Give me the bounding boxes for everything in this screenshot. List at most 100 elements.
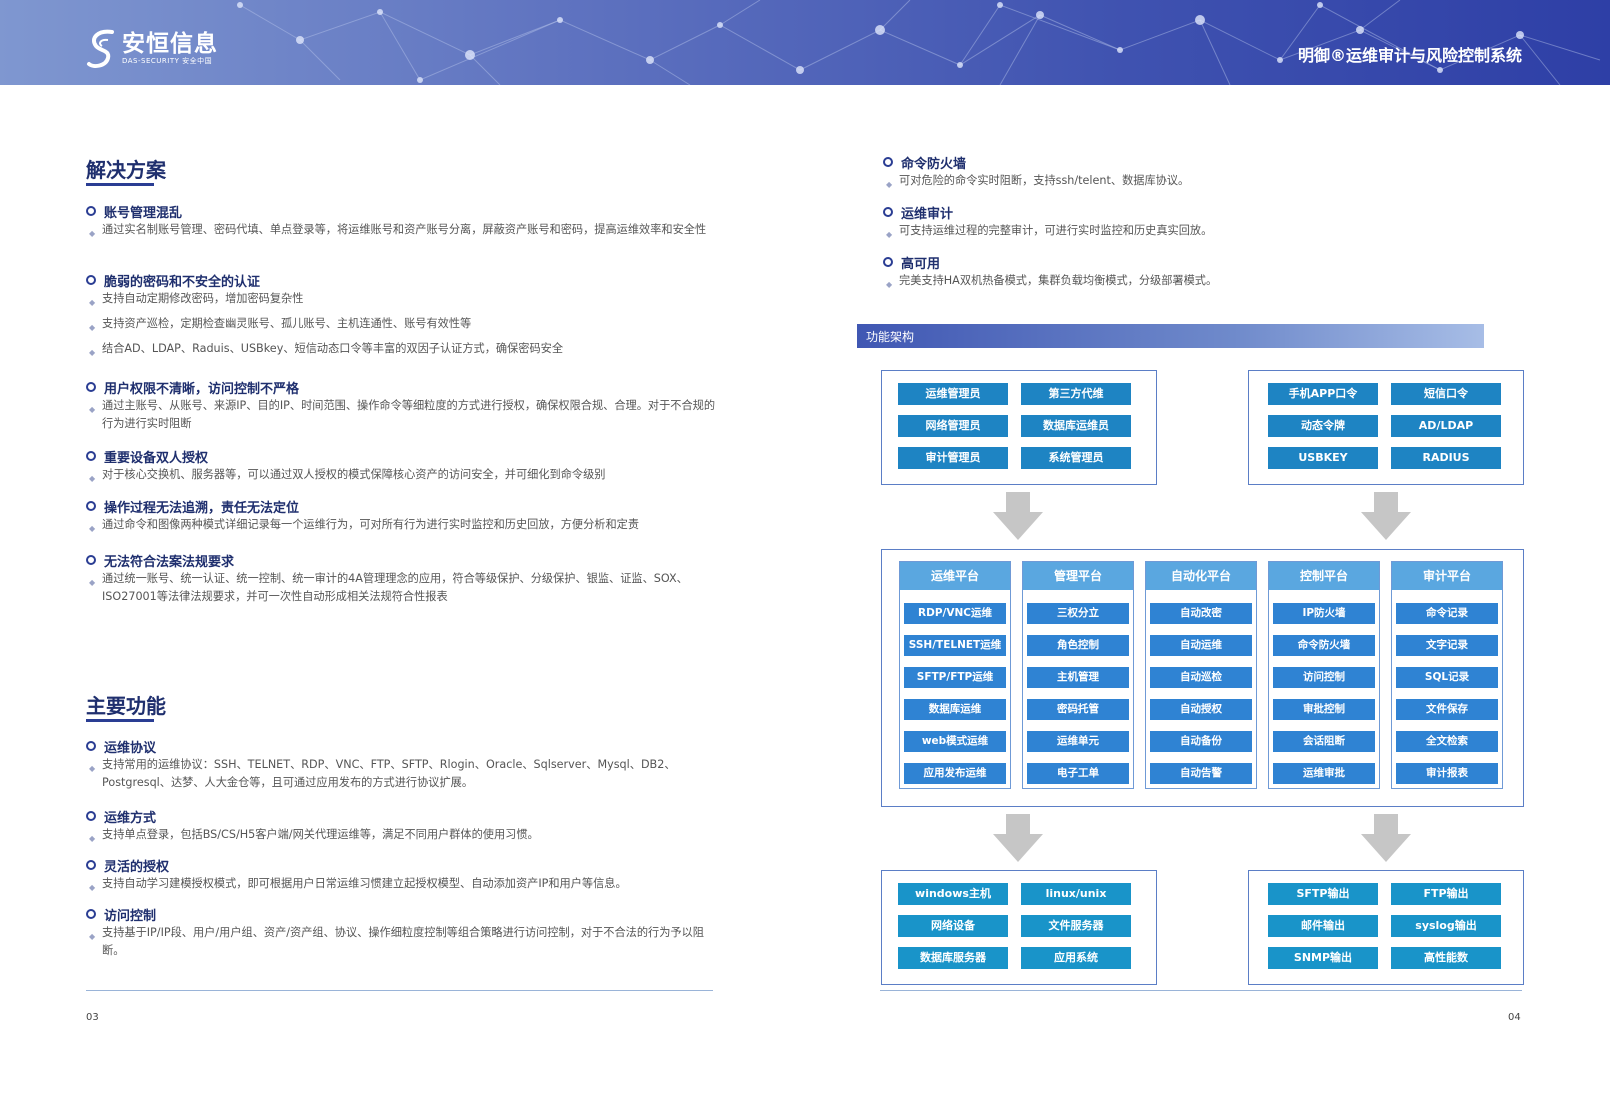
platform-header: 自动化平台 xyxy=(1146,562,1256,590)
platform-module: 命令防火墙 xyxy=(1273,635,1375,656)
platform-module: 角色控制 xyxy=(1027,635,1129,656)
arrow-down-icon xyxy=(1361,814,1411,862)
platform-module: 文件保存 xyxy=(1396,699,1498,720)
bullet-ring-icon xyxy=(86,451,96,461)
role-label: 网络管理员 xyxy=(898,415,1008,437)
feature-item-title: 高可用 xyxy=(901,256,941,272)
output-label: SNMP输出 xyxy=(1268,947,1378,969)
platform-module: 会话阻断 xyxy=(1273,731,1375,752)
solution-item-title: 重要设备双人授权 xyxy=(104,450,209,466)
asset-label: 网络设备 xyxy=(898,915,1008,937)
solutions-title-underline xyxy=(86,183,154,186)
platform-module: 审计报表 xyxy=(1396,763,1498,784)
solution-item-title: 账号管理混乱 xyxy=(104,205,183,221)
platform-module: 自动巡检 xyxy=(1150,667,1252,688)
feature-item: 运维方式 ◆支持单点登录，包括BS/CS/H5客户端/网关代理运维等，满足不同用… xyxy=(86,807,716,844)
bullet-diamond-icon: ◆ xyxy=(886,230,893,239)
bullet-diamond-icon: ◆ xyxy=(89,578,96,587)
bullet-diamond-icon: ◆ xyxy=(886,280,893,289)
platform-module: 全文检索 xyxy=(1396,731,1498,752)
asset-label: 文件服务器 xyxy=(1021,915,1131,937)
output-label: FTP输出 xyxy=(1391,883,1501,905)
platform-module: 三权分立 xyxy=(1027,603,1129,624)
platform-module: SFTP/FTP运维 xyxy=(904,667,1006,688)
platform-column: 管理平台 三权分立 角色控制 主机管理 密码托管 运维单元 电子工单 xyxy=(1022,561,1134,789)
arrow-down-icon xyxy=(993,814,1043,862)
platform-module: 运维单元 xyxy=(1027,731,1129,752)
output-label: SFTP输出 xyxy=(1268,883,1378,905)
solution-item: 无法符合法案法规要求 ◆通过统一账号、统一认证、统一控制、统一审计的4A管理理念… xyxy=(86,551,716,606)
platform-module: 密码托管 xyxy=(1027,699,1129,720)
feature-item-desc: 可支持运维过程的完整审计，可进行实时监控和历史真实回放。 xyxy=(899,224,1213,237)
auth-label: USBKEY xyxy=(1268,447,1378,469)
bullet-ring-icon xyxy=(86,501,96,511)
platform-module: 命令记录 xyxy=(1396,603,1498,624)
platform-module: 自动改密 xyxy=(1150,603,1252,624)
feature-item-title: 灵活的授权 xyxy=(104,859,170,875)
platform-module: 运维审批 xyxy=(1273,763,1375,784)
features-title: 主要功能 xyxy=(86,694,166,718)
bullet-diamond-icon: ◆ xyxy=(886,180,893,189)
bullet-diamond-icon: ◆ xyxy=(89,229,96,238)
arrow-down-icon xyxy=(993,492,1043,540)
feature-item-title: 运维协议 xyxy=(104,740,157,756)
asset-label: linux/unix xyxy=(1021,883,1131,905)
solution-item-desc: 结合AD、LDAP、Raduis、USBkey、短信动态口令等丰富的双因子认证方… xyxy=(102,342,564,355)
feature-item-desc: 支持基于IP/IP段、用户/用户组、资产/资产组、协议、操作细粒度控制等组合策略… xyxy=(102,926,704,957)
platform-header: 审计平台 xyxy=(1392,562,1502,590)
bullet-diamond-icon: ◆ xyxy=(89,883,96,892)
solution-item: 账号管理混乱 ◆ 通过实名制账号管理、密码代填、单点登录等，将运维账号和资产账号分… xyxy=(86,202,716,239)
bullet-diamond-icon: ◆ xyxy=(89,524,96,533)
logo-chinese-name: 安恒信息 xyxy=(122,31,218,57)
feature-item: 灵活的授权 ◆支持自动学习建模授权模式，即可根据用户日常运维习惯建立起授权模型、… xyxy=(86,856,716,893)
platform-module: IP防火墙 xyxy=(1273,603,1375,624)
platform-module: 自动授权 xyxy=(1150,699,1252,720)
output-label: 邮件输出 xyxy=(1268,915,1378,937)
feature-item-title: 运维方式 xyxy=(104,810,157,826)
solution-item-title: 操作过程无法追溯，责任无法定位 xyxy=(104,500,300,516)
platform-module: web模式运维 xyxy=(904,731,1006,752)
network-pattern-background xyxy=(237,0,1601,85)
asset-label: windows主机 xyxy=(898,883,1008,905)
platform-module: 应用发布运维 xyxy=(904,763,1006,784)
right-footer-divider xyxy=(880,990,1522,991)
features-title-underline xyxy=(86,719,154,722)
platform-column: 审计平台 命令记录 文字记录 SQL记录 文件保存 全文检索 审计报表 xyxy=(1391,561,1503,789)
page-header: 安恒信息 DAS-SECURITY 安全中国 明御®运维审计与风险控制系统 xyxy=(0,0,1610,85)
feature-item: 运维审计 ◆可支持运维过程的完整审计，可进行实时监控和历史真实回放。 xyxy=(883,203,1483,240)
solution-item-desc: 对于核心交换机、服务器等，可以通过双人授权的模式保障核心资产的访问安全，并可细化… xyxy=(102,468,606,481)
system-title: 明御®运维审计与风险控制系统 xyxy=(1297,46,1522,65)
platform-module: 审批控制 xyxy=(1273,699,1375,720)
bullet-ring-icon xyxy=(883,207,893,217)
solution-item-desc: 通过主账号、从账号、来源IP、目的IP、时间范围、操作命令等细粒度的方式进行授权… xyxy=(102,399,716,430)
platform-module: SSH/TELNET运维 xyxy=(904,635,1006,656)
output-label: 高性能数 xyxy=(1391,947,1501,969)
role-label: 数据库运维员 xyxy=(1021,415,1131,437)
company-logo: 安恒信息 DAS-SECURITY 安全中国 xyxy=(86,28,218,70)
bullet-diamond-icon: ◆ xyxy=(89,474,96,483)
role-label: 运维管理员 xyxy=(898,383,1008,405)
bullet-ring-icon xyxy=(86,860,96,870)
bullet-diamond-icon: ◆ xyxy=(89,405,96,414)
solution-item-desc: 通过实名制账号管理、密码代填、单点登录等，将运维账号和资产账号分离，屏蔽资产账号… xyxy=(102,223,707,236)
left-footer-divider xyxy=(86,990,713,991)
platform-module: 数据库运维 xyxy=(904,699,1006,720)
feature-item: 运维协议 ◆支持常用的运维协议：SSH、TELNET、RDP、VNC、FTP、S… xyxy=(86,737,716,792)
bullet-ring-icon xyxy=(86,206,96,216)
bullet-diamond-icon: ◆ xyxy=(89,298,96,307)
platform-column: 控制平台 IP防火墙 命令防火墙 访问控制 审批控制 会话阻断 运维审批 xyxy=(1268,561,1380,789)
bullet-ring-icon xyxy=(86,741,96,751)
platform-module: SQL记录 xyxy=(1396,667,1498,688)
auth-label: 短信口令 xyxy=(1391,383,1501,405)
platform-module: 自动运维 xyxy=(1150,635,1252,656)
feature-item-title: 命令防火墙 xyxy=(901,156,967,172)
platform-column: 自动化平台 自动改密 自动运维 自动巡检 自动授权 自动备份 自动告警 xyxy=(1145,561,1257,789)
feature-item: 高可用 ◆ 完美支持HA双机热备模式，集群负载均衡模式，分级部署模式。 xyxy=(883,253,1483,290)
asset-label: 应用系统 xyxy=(1021,947,1131,969)
feature-item-desc: 完美支持HA双机热备模式，集群负载均衡模式，分级部署模式。 xyxy=(899,274,1218,287)
solution-item-title: 无法符合法案法规要求 xyxy=(104,554,235,570)
platform-module: 访问控制 xyxy=(1273,667,1375,688)
role-label: 审计管理员 xyxy=(898,447,1008,469)
auth-label: 动态令牌 xyxy=(1268,415,1378,437)
solution-item-desc: 通过命令和图像两种模式详细记录每一个运维行为，可对所有行为进行实时监控和历史回放… xyxy=(102,518,640,531)
